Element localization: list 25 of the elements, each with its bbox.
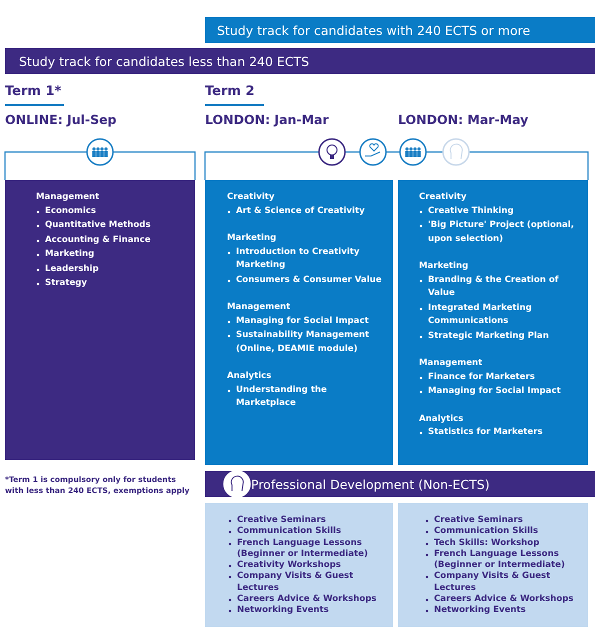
section-banner	[205, 471, 595, 497]
section-heading: Creativity	[419, 191, 468, 204]
section-heading: Marketing	[419, 260, 470, 273]
course-panel	[398, 180, 588, 465]
term-heading: Term 2	[205, 84, 254, 99]
activity-panel	[205, 503, 393, 627]
location-dates: ONLINE: Jul-Sep	[5, 112, 117, 127]
course-panel	[5, 180, 195, 460]
track-banner	[5, 48, 595, 74]
term-heading: Term 1*	[5, 84, 62, 99]
banner-title: Study track for candidates with 240 ECTS or more	[217, 22, 530, 38]
section-heading: Analytics	[419, 412, 464, 426]
banner-title: Study track for candidates less than 240 ECTS	[19, 54, 310, 68]
course-panel	[205, 180, 393, 465]
section-heading: Management	[36, 191, 100, 204]
section-heading: Marketing	[227, 232, 278, 245]
section-heading: Management	[419, 357, 484, 370]
section-heading: Analytics	[227, 370, 272, 383]
location-dates: LONDON: Mar-May	[398, 112, 528, 127]
track-banner	[205, 17, 595, 43]
location-dates: LONDON: Jan-Mar	[205, 112, 329, 127]
activity-panel	[398, 503, 588, 627]
section-heading: Creativity	[227, 191, 276, 204]
banner-title: Professional Development (Non-ECTS)	[251, 476, 490, 492]
section-heading: Management	[227, 301, 292, 314]
